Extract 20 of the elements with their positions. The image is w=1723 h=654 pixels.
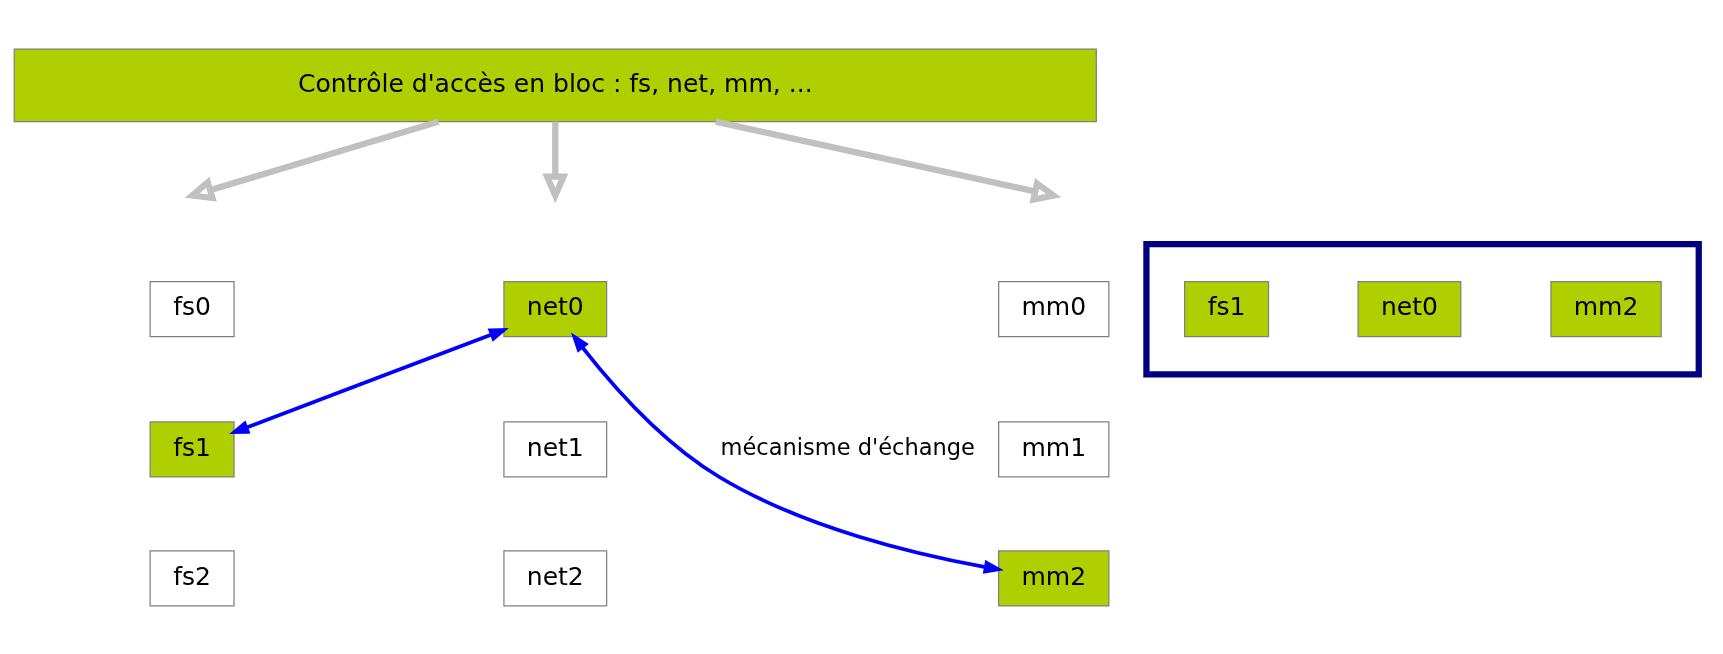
node-box: net0 xyxy=(1357,280,1462,337)
arrow xyxy=(571,332,1004,574)
node-box: net1 xyxy=(503,420,608,478)
node-box: mm1 xyxy=(998,420,1110,478)
edge-label: mécanisme d'échange xyxy=(720,433,975,460)
node-box: mm2 xyxy=(998,549,1110,607)
node-box: Contrôle d'accès en bloc : fs, net, mm, ... xyxy=(13,47,1097,122)
node-box: mm0 xyxy=(998,280,1110,337)
node-box: fs1 xyxy=(1184,280,1270,337)
cluster xyxy=(1143,240,1702,377)
node-box: fs2 xyxy=(149,549,235,607)
node-box: fs1 xyxy=(149,420,235,478)
arrow xyxy=(715,118,1062,204)
node-box: net2 xyxy=(503,549,608,607)
arrow xyxy=(542,121,569,203)
arrow xyxy=(229,327,509,434)
node-box: mm2 xyxy=(1550,280,1662,337)
arrow xyxy=(184,118,440,202)
node-box: fs0 xyxy=(149,280,235,337)
node-box: net0 xyxy=(503,280,608,337)
